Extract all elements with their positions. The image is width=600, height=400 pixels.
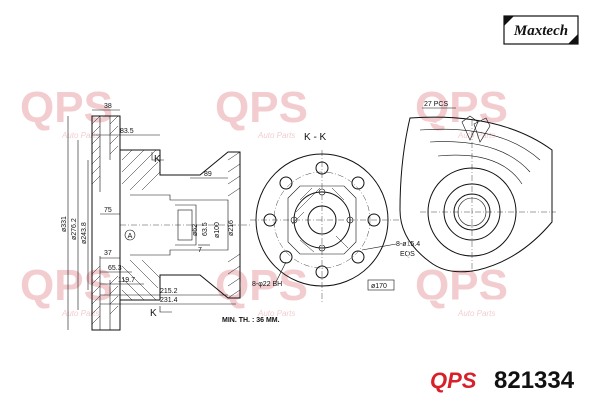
watermark-top-center: QPS — [215, 83, 308, 132]
dim-75: 75 — [104, 207, 112, 214]
watermark-bottom-left: QPS — [20, 261, 113, 310]
dim-119-7: 119.7 — [118, 277, 135, 284]
dim-215-2: 215.2 — [160, 288, 178, 295]
callout-phi170: ø170 — [371, 283, 387, 290]
dim-phi216: ø216 — [228, 220, 235, 236]
watermark-sub-1: Auto Parts — [61, 131, 99, 140]
min-thickness-note: MIN. TH. : 36 MM. — [222, 317, 280, 324]
dim-phi243-8: ø243.8 — [81, 222, 88, 244]
callout-pcs: 27 PCS — [424, 101, 448, 108]
dim-37: 37 — [104, 250, 112, 257]
watermark-bottom-center: QPS — [215, 261, 308, 310]
k-marker-bottom: K — [150, 308, 157, 319]
dim-phi62: ø62 — [192, 224, 199, 236]
watermark-sub-3: Auto Parts — [457, 131, 495, 140]
watermark-sub-5: Auto Parts — [257, 309, 295, 318]
watermark-sub-2: Auto Parts — [257, 131, 295, 140]
section-view: K K A 38 83.5 89 75 37 65.3 119.7 215.2 … — [61, 103, 280, 331]
detail-a-marker: A — [128, 233, 133, 240]
dim-phi276-2: ø276.2 — [71, 218, 78, 240]
watermark-sub-6: Auto Parts — [457, 309, 495, 318]
disc-view: 27 PCS — [399, 101, 556, 301]
dim-231-4: 231.4 — [160, 297, 178, 304]
dim-7: 7 — [198, 247, 202, 254]
footer: QPS 821334 — [430, 367, 575, 394]
watermark-bottom-right: QPS — [415, 261, 508, 310]
dim-38: 38 — [104, 103, 112, 110]
section-label-kk: K - K — [304, 132, 327, 143]
k-marker-top: K — [154, 154, 161, 165]
maxtech-logo-text: Maxtech — [513, 23, 568, 39]
callout-threads: 8-φ22 BH — [252, 281, 282, 288]
watermark-sub-4: Auto Parts — [61, 309, 99, 318]
brand-logo-small: QPS — [430, 368, 477, 393]
watermark-group: QPS QPS QPS QPS QPS QPS Auto Parts Auto … — [20, 83, 508, 318]
dim-65-3: 65.3 — [108, 265, 122, 272]
maxtech-logo: Maxtech — [503, 15, 579, 45]
dim-89: 89 — [204, 171, 212, 178]
watermark-top-left: QPS — [20, 83, 113, 132]
dim-phi100: ø100 — [214, 222, 221, 238]
dim-phi331: ø331 — [61, 216, 68, 232]
dim-83-5: 83.5 — [120, 128, 134, 135]
part-number: 821334 — [494, 367, 575, 394]
dim-63-5: 63.5 — [202, 222, 209, 236]
